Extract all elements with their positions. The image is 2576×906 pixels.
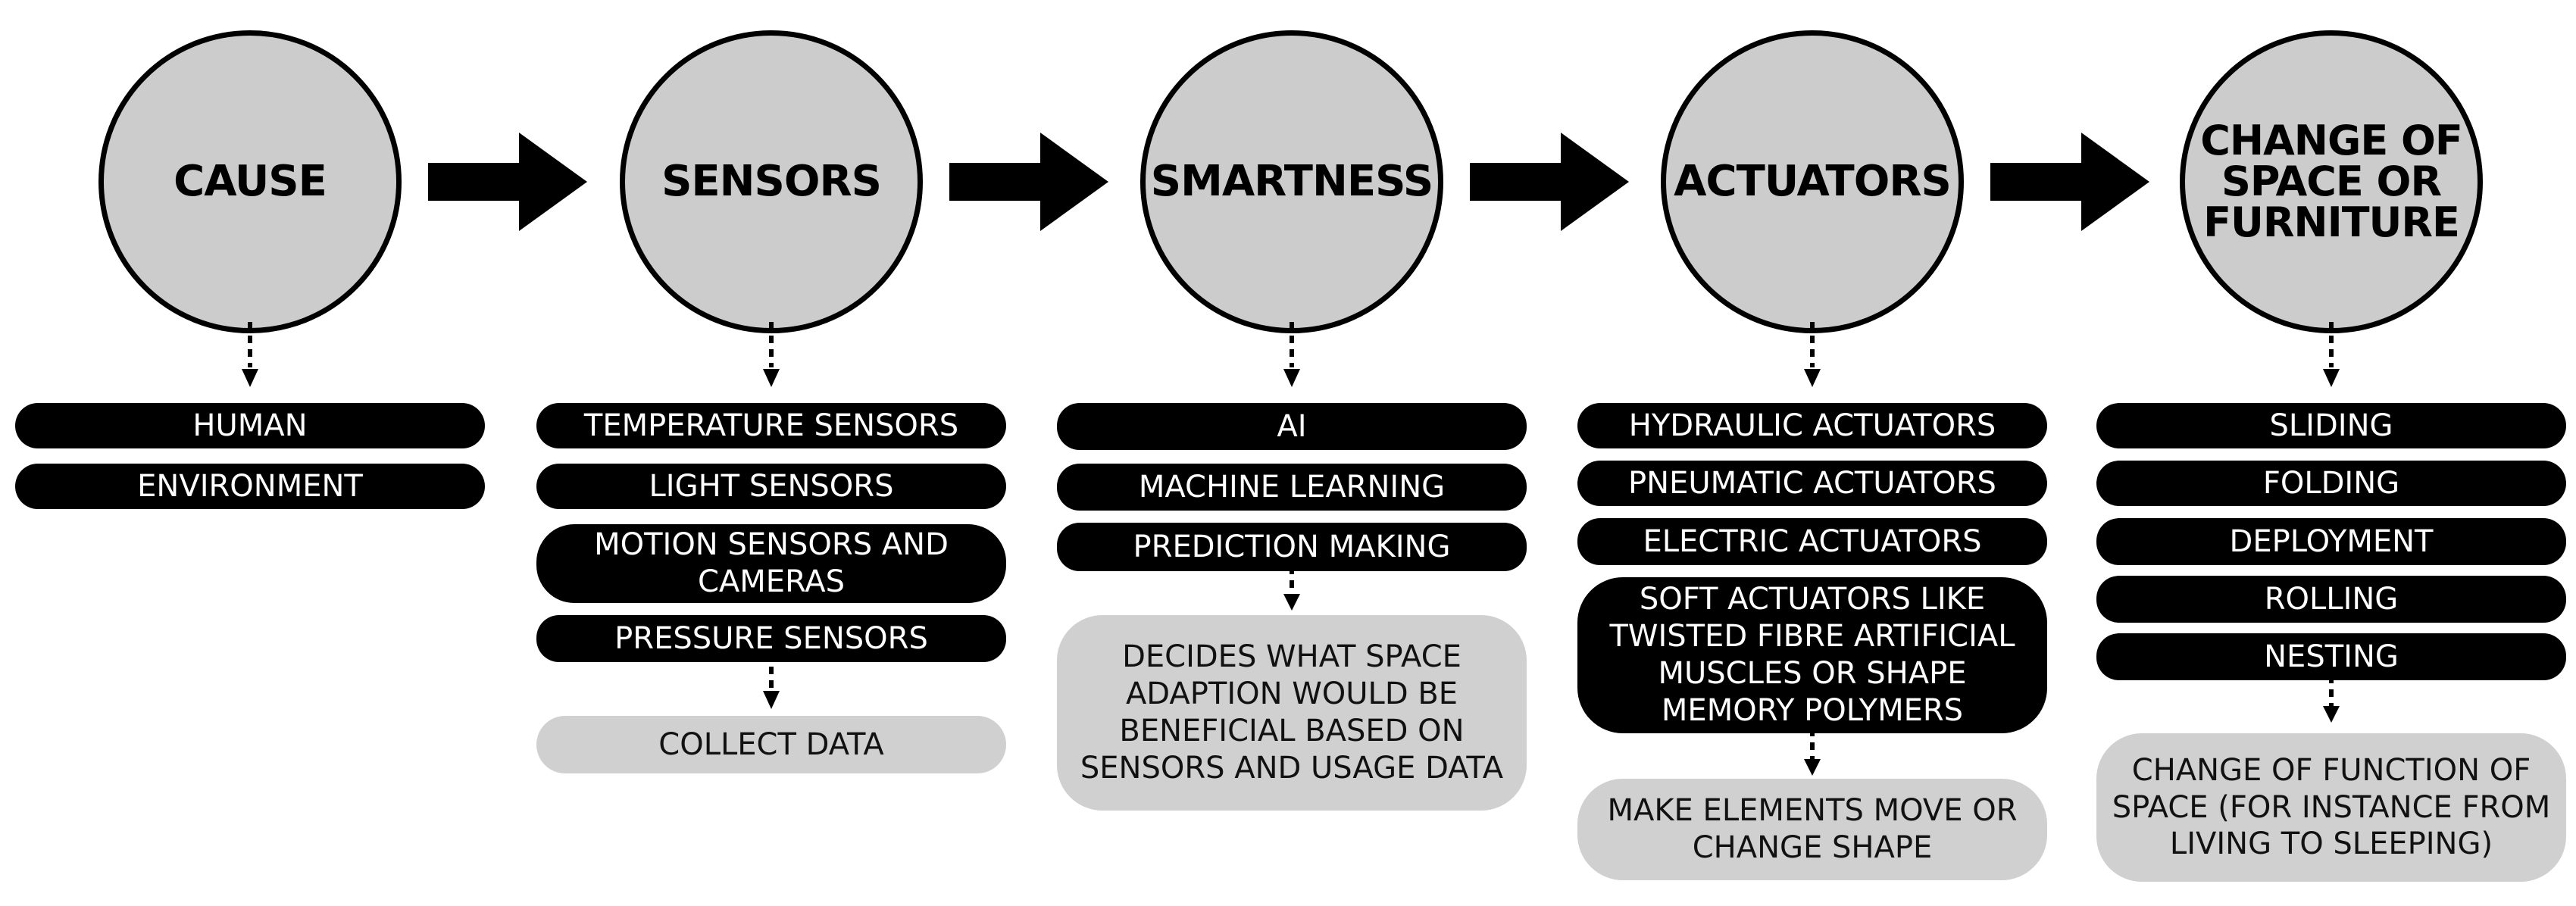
- stage-smartness: SMARTNESS AI MACHINE LEARNING PREDICTION…: [1057, 0, 1527, 906]
- down-arrow: [1283, 322, 1300, 390]
- flow-arrow-2: [949, 133, 1108, 231]
- result-make-elements-move: MAKE ELEMENTS MOVE OR CHANGE SHAPE: [1577, 779, 2047, 880]
- item-nesting: NESTING: [2096, 633, 2566, 680]
- item-motion-sensors: MOTION SENSORS AND CAMERAS: [536, 524, 1006, 603]
- item-electric-actuators: ELECTRIC ACTUATORS: [1577, 518, 2047, 565]
- stage-circle: CHANGE OF SPACE OR FURNITURE: [2180, 30, 2483, 333]
- item-light-sensors: LIGHT SENSORS: [536, 464, 1006, 509]
- item-rolling: ROLLING: [2096, 576, 2566, 623]
- item-folding: FOLDING: [2096, 461, 2566, 506]
- item-temperature-sensors: TEMPERATURE SENSORS: [536, 403, 1006, 448]
- down-arrow: [763, 653, 780, 712]
- stage-title: ACTUATORS: [1674, 157, 1952, 206]
- stage-circle: SENSORS: [620, 30, 923, 333]
- down-arrow: [1283, 567, 1300, 614]
- flow-arrow-1: [428, 133, 587, 231]
- stage-title: CHANGE OF SPACE OR FURNITURE: [2200, 117, 2463, 246]
- stage-change-of-space: CHANGE OF SPACE OR FURNITURE SLIDING FOL…: [2096, 0, 2566, 906]
- result-decides-adaption: DECIDES WHAT SPACE ADAPTION WOULD BE BEN…: [1057, 615, 1527, 811]
- flow-arrow-4: [1990, 133, 2149, 231]
- stage-title: SENSORS: [661, 157, 882, 206]
- result-change-of-function: CHANGE OF FUNCTION OF SPACE (FOR INSTANC…: [2096, 733, 2566, 882]
- flow-arrow-3: [1470, 133, 1629, 231]
- down-arrow: [242, 322, 258, 390]
- stage-circle: SMARTNESS: [1140, 30, 1443, 333]
- item-ai: AI: [1057, 403, 1527, 450]
- item-pneumatic-actuators: PNEUMATIC ACTUATORS: [1577, 461, 2047, 506]
- stage-actuators: ACTUATORS HYDRAULIC ACTUATORS PNEUMATIC …: [1577, 0, 2047, 906]
- stage-circle: ACTUATORS: [1661, 30, 1964, 333]
- down-arrow: [1804, 322, 1821, 390]
- item-deployment: DEPLOYMENT: [2096, 518, 2566, 565]
- stage-title: CAUSE: [174, 157, 327, 206]
- item-hydraulic-actuators: HYDRAULIC ACTUATORS: [1577, 403, 2047, 448]
- stage-sensors: SENSORS TEMPERATURE SENSORS LIGHT SENSOR…: [536, 0, 1006, 906]
- item-human: HUMAN: [15, 403, 485, 448]
- stage-title: SMARTNESS: [1150, 157, 1433, 206]
- result-collect-data: COLLECT DATA: [536, 716, 1006, 773]
- stage-cause: CAUSE HUMAN ENVIRONMENT: [15, 0, 485, 906]
- down-arrow: [763, 322, 780, 390]
- down-arrow: [1804, 729, 1821, 779]
- item-sliding: SLIDING: [2096, 403, 2566, 448]
- stage-circle: CAUSE: [98, 30, 402, 333]
- down-arrow: [2323, 322, 2340, 390]
- down-arrow: [2323, 676, 2340, 726]
- item-machine-learning: MACHINE LEARNING: [1057, 464, 1527, 511]
- item-environment: ENVIRONMENT: [15, 464, 485, 509]
- item-soft-actuators: SOFT ACTUATORS LIKE TWISTED FIBRE ARTIFI…: [1577, 577, 2047, 733]
- item-prediction-making: PREDICTION MAKING: [1057, 523, 1527, 571]
